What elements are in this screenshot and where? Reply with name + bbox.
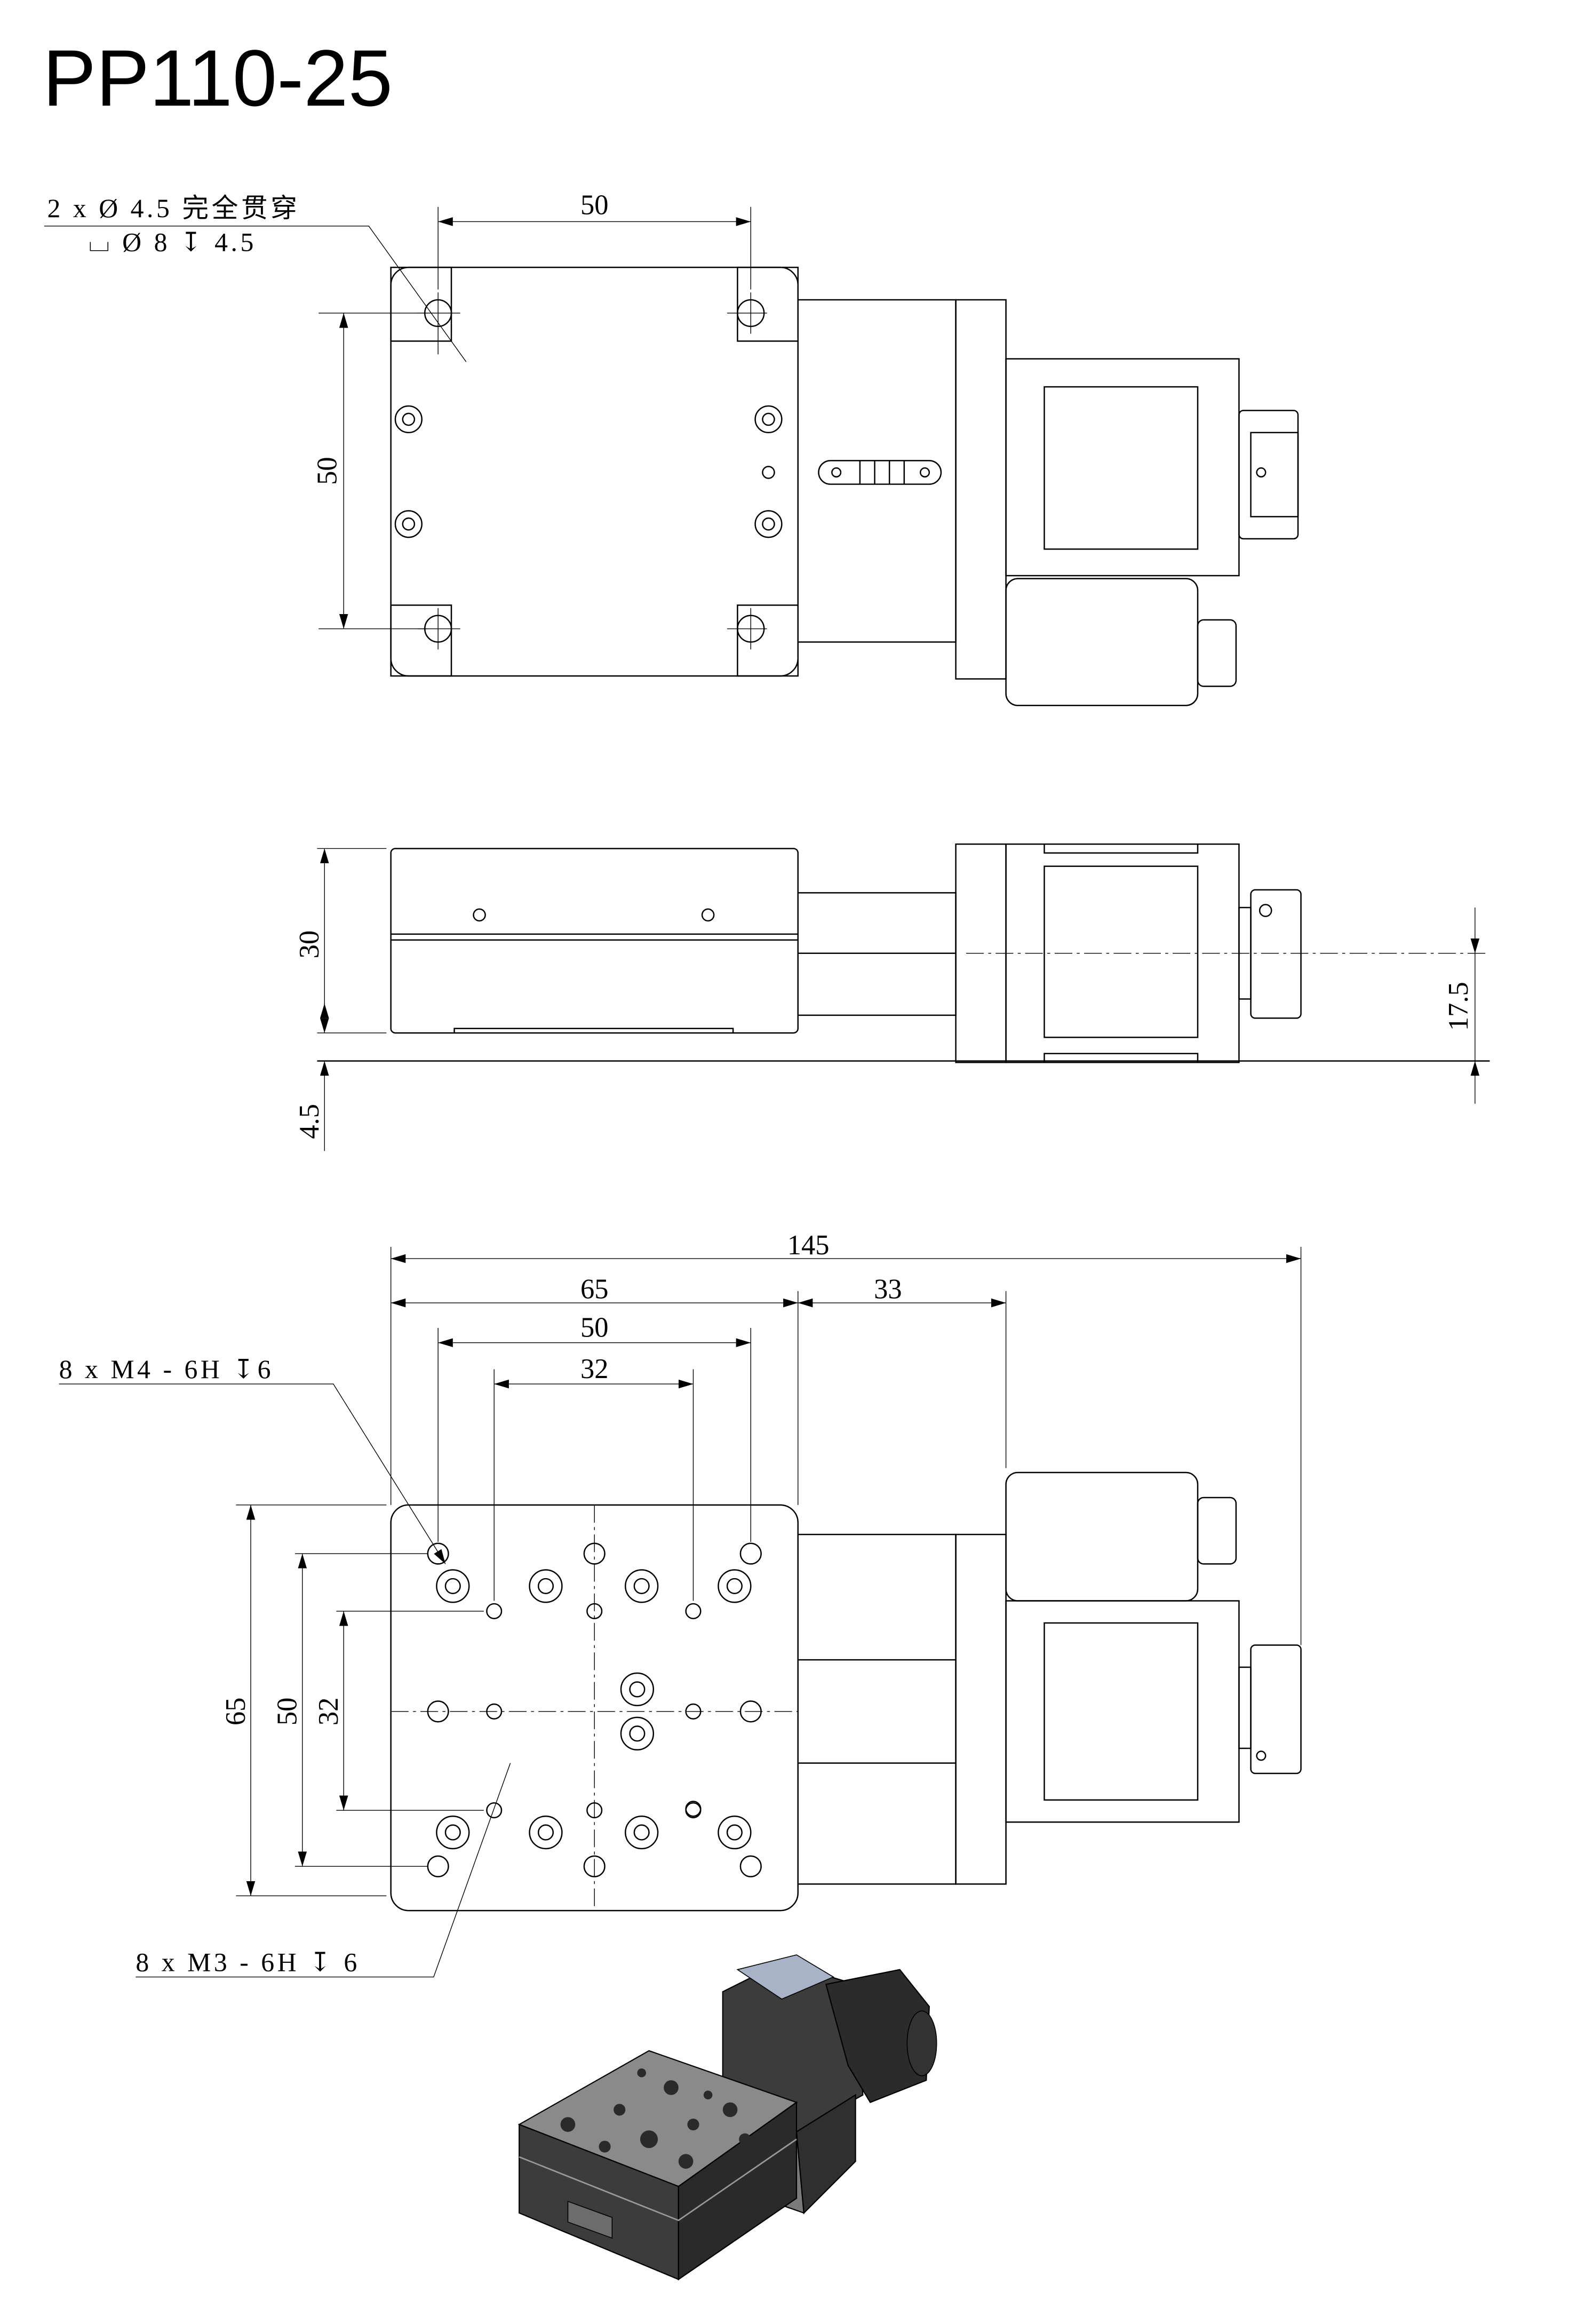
m4-note-leader	[59, 1383, 446, 1564]
stage-body	[390, 848, 799, 1034]
bottom-view: 145 65 33 50 32 65 50 32 8 x M4 - 6H ↧6 …	[59, 1230, 1302, 1978]
dim-label: 17.5	[1443, 982, 1474, 1031]
motor-body	[1044, 386, 1199, 550]
sensor-cylinder	[1005, 578, 1199, 706]
dim-label: 50	[272, 1698, 303, 1726]
through-holes	[417, 292, 767, 650]
hand-knob-bottom	[1250, 1644, 1302, 1774]
stepper-motor-bottom	[1005, 1600, 1240, 1823]
dim-label: 50	[580, 190, 609, 221]
counterbore-note: ⌴ Ø 8 ↧ 4.5	[89, 228, 257, 257]
connector	[1197, 619, 1237, 687]
dim-label: 32	[313, 1698, 344, 1726]
hand-knob-side	[1250, 889, 1302, 1019]
screw-heads	[394, 405, 783, 538]
drive-housing-bottom	[797, 1533, 957, 1885]
dim-label: 33	[874, 1274, 902, 1305]
hole-note-leader	[44, 226, 467, 362]
knob-inner	[1250, 432, 1299, 518]
top-view: 50 50 2 x Ø 4.5 完全贯穿 ⌴ Ø 8 ↧ 4.5	[44, 190, 1299, 706]
hole-note: 2 x Ø 4.5 完全贯穿	[47, 194, 300, 223]
side-view: 30 4.5 17.5	[294, 843, 1490, 1151]
m4-thread-note: 8 x M4 - 6H ↧6	[59, 1355, 274, 1384]
dim-label: 65	[580, 1274, 609, 1305]
drive-housing	[797, 299, 957, 643]
stepper-motor	[1005, 358, 1240, 577]
dim-label: 32	[580, 1354, 609, 1384]
dim-label: 30	[294, 930, 325, 959]
drive-housing-side	[797, 892, 957, 1016]
connector-bottom	[1197, 1497, 1237, 1565]
limit-slot	[818, 460, 942, 485]
dim-label: 145	[787, 1230, 830, 1261]
motor-flange-bottom	[955, 1533, 1007, 1885]
dim-label: 65	[220, 1698, 251, 1726]
m3-holes	[486, 1603, 702, 1819]
m3-note-leader	[136, 1763, 511, 1978]
counterbore-tr	[737, 266, 799, 342]
dim-label: 4.5	[294, 1104, 325, 1139]
counterbore-tl	[390, 266, 452, 342]
shaft-bottom	[1238, 1666, 1252, 1749]
motor-body-bottom	[1044, 1622, 1199, 1801]
product-3d-render	[517, 1954, 937, 2281]
m4-holes	[427, 1542, 762, 1877]
m3-thread-note: 8 x M3 - 6H ↧ 6	[136, 1948, 360, 1977]
dim-label: 50	[312, 457, 343, 485]
counterbore-bl	[390, 604, 452, 677]
sensor-cylinder-bottom	[1005, 1471, 1199, 1602]
motor-body-side	[1044, 865, 1199, 1038]
dim-label: 50	[580, 1312, 609, 1343]
drawing-title: PP110-25	[43, 33, 393, 123]
counterbore-screws	[436, 1569, 752, 1850]
motor-flange	[955, 299, 1007, 680]
hand-knob	[1238, 410, 1299, 540]
